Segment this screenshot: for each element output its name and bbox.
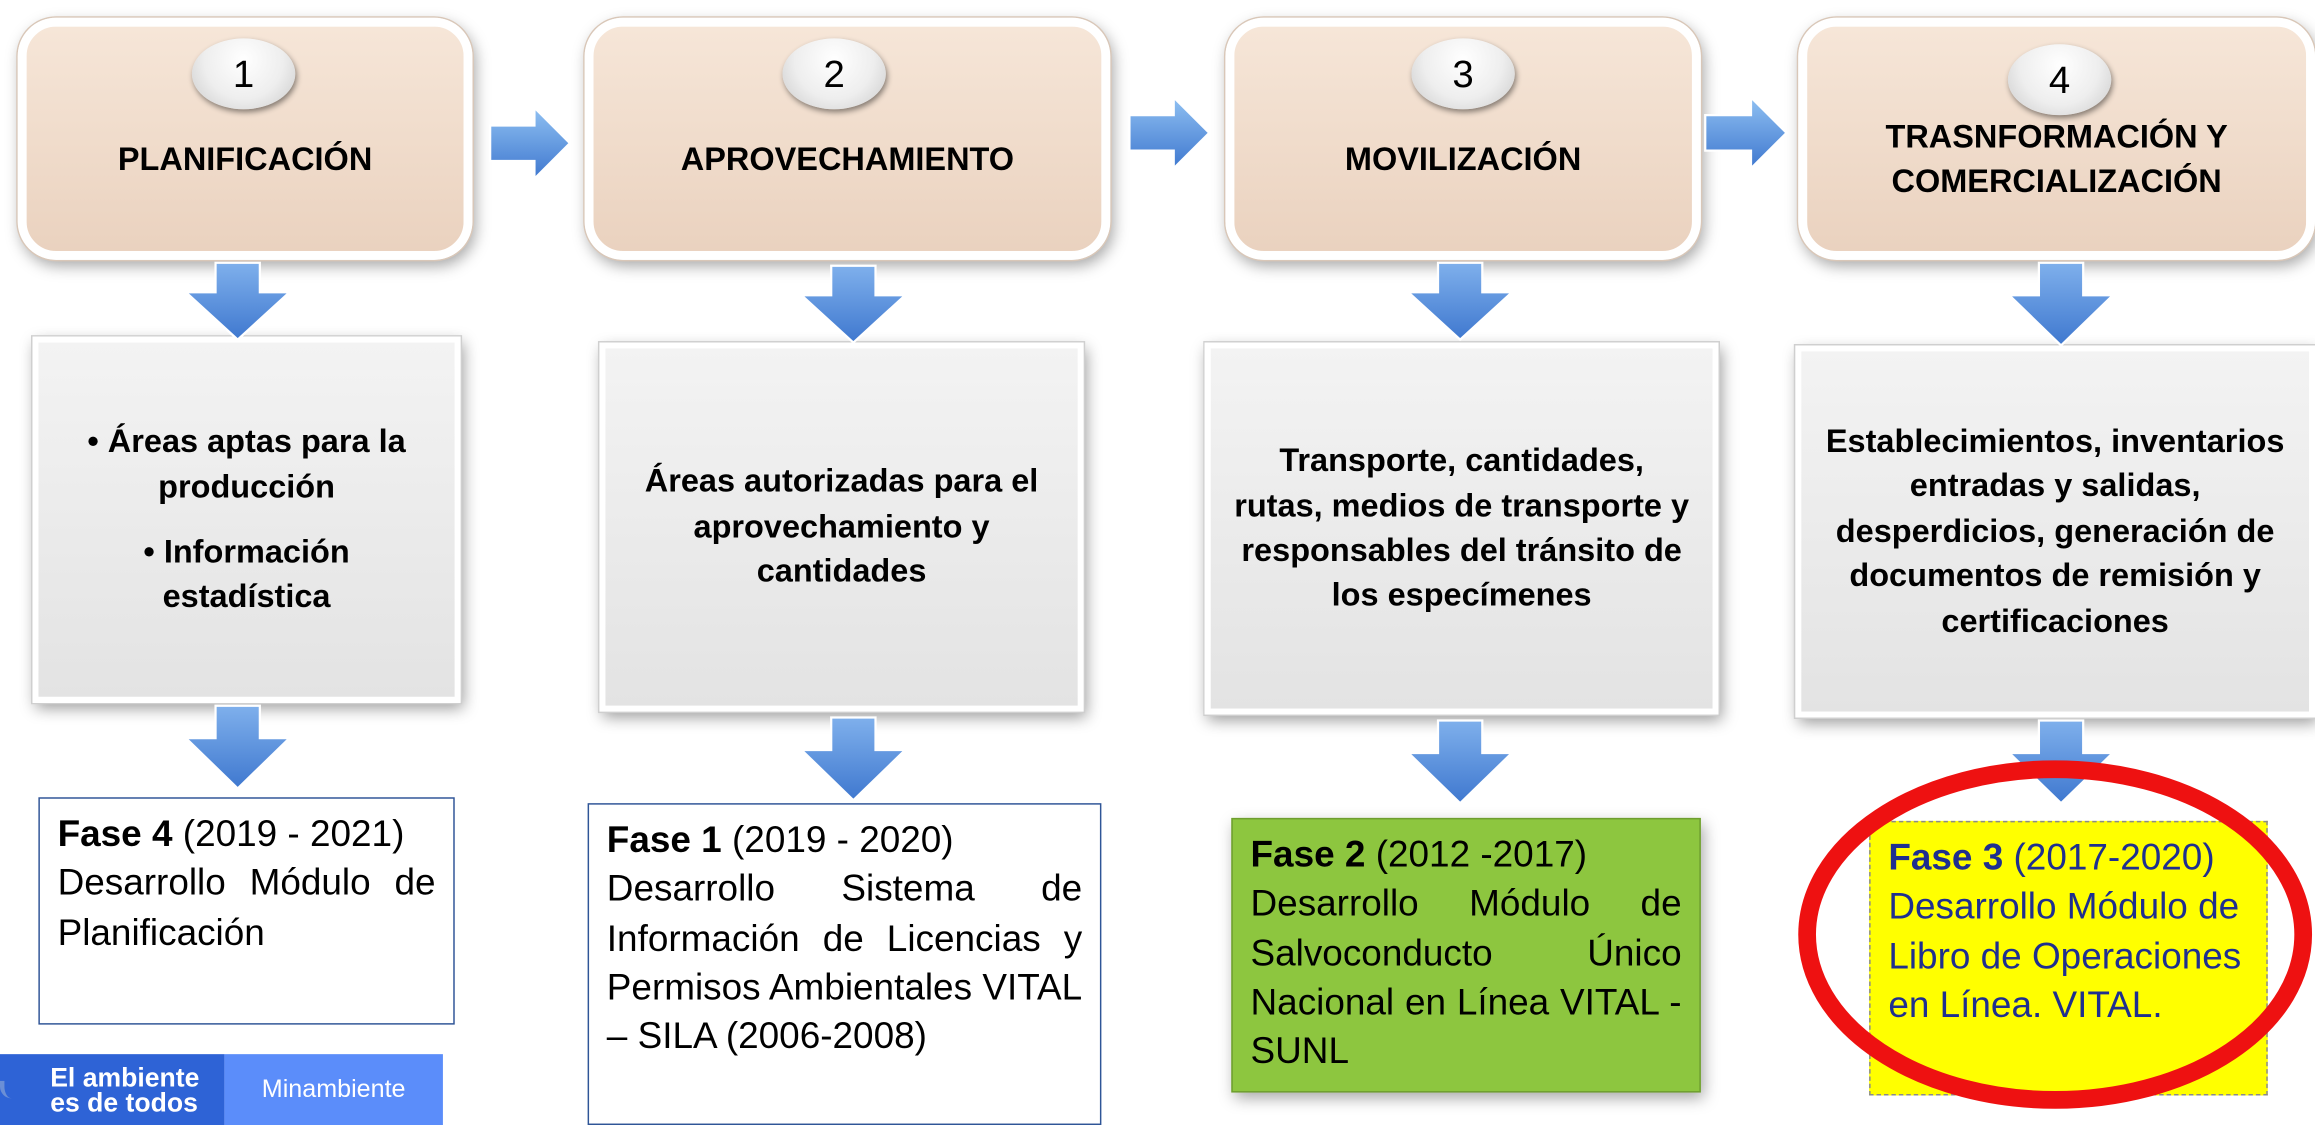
logo-slogan: El ambiente es de todos (0, 1054, 225, 1125)
phase-period: (2019 - 2021) (182, 813, 405, 855)
description-item-areas: • Áreas aptas para la producción (87, 422, 406, 505)
stage-number-1: 1 (191, 38, 296, 110)
minambiente-logo: El ambiente es de todos Minambiente (0, 1054, 443, 1125)
phase-box-3: Fase 3 (2017-2020) Desarrollo Módulo de … (1869, 820, 2268, 1096)
phase-period: (2012 -2017) (1375, 834, 1588, 876)
phase-description: Desarrollo Módulo de Salvoconducto Único… (1250, 883, 1682, 1072)
arrow-down-icon (183, 704, 293, 790)
arrow-down-icon (798, 264, 908, 345)
phase-period: (2019 - 2020) (731, 819, 954, 861)
phase-box-2: Fase 2 (2012 -2017) Desarrollo Módulo de… (1231, 817, 1701, 1093)
phase-description: Desarrollo Módulo de Planificación (57, 862, 436, 954)
phase-description: Desarrollo Sistema de Información de Lic… (606, 868, 1083, 1058)
description-box-2: Áreas autorizadas para el aprovechamient… (599, 342, 1084, 712)
logo-brand: Minambiente (224, 1054, 443, 1125)
phase-label: Fase 2 (1250, 834, 1366, 876)
phase-box-4: Fase 4 (2019 - 2021) Desarrollo Módulo d… (38, 797, 455, 1025)
arrow-down-icon (183, 261, 293, 342)
description-text-2: Áreas autorizadas para el aprovechamient… (644, 462, 1039, 590)
phase-box-1: Fase 1 (2019 - 2020) Desarrollo Sistema … (587, 803, 1102, 1125)
logo-mark-icon (0, 1080, 15, 1099)
arrow-down-icon (2006, 261, 2116, 348)
stage-number-3: 3 (1411, 38, 1515, 110)
highlight-circle (1798, 760, 2313, 1109)
description-box-4: Establecimientos, inventarios entradas y… (1795, 345, 2315, 718)
description-item-estadistica: • Información estadística (143, 532, 350, 615)
arrow-right-icon (1128, 94, 1211, 171)
phase-label: Fase 3 (1888, 837, 2004, 879)
description-text-4: Establecimientos, inventarios entradas y… (1825, 422, 2285, 639)
arrow-down-icon (1405, 261, 1515, 342)
phase-label: Fase 4 (57, 813, 173, 855)
phase-period: (2017-2020) (2013, 837, 2215, 879)
arrow-down-icon (1405, 719, 1515, 805)
stage-title-1: PLANIFICACIÓN (117, 140, 373, 178)
stage-title-3: MOVILIZACIÓN (1344, 140, 1582, 178)
stage-title-4: TRASNFORMACIÓN Y COMERCIALIZACIÓN (1885, 118, 2228, 200)
arrow-right-icon (489, 105, 572, 182)
stage-number-2: 2 (782, 38, 886, 110)
phase-description: Desarrollo Módulo de Libro de Operacione… (1888, 886, 2242, 1026)
stage-title-2: APROVECHAMIENTO (680, 140, 1015, 178)
arrow-down-icon (798, 716, 908, 802)
arrow-right-icon (1704, 94, 1789, 171)
stage-number-4: 4 (2007, 44, 2112, 116)
description-box-3: Transporte, cantidades, rutas, medios de… (1204, 342, 1719, 715)
description-text-3: Transporte, cantidades, rutas, medios de… (1234, 441, 1690, 614)
phase-label: Fase 1 (606, 819, 722, 861)
description-box-1: • Áreas aptas para la producción • Infor… (32, 336, 461, 703)
